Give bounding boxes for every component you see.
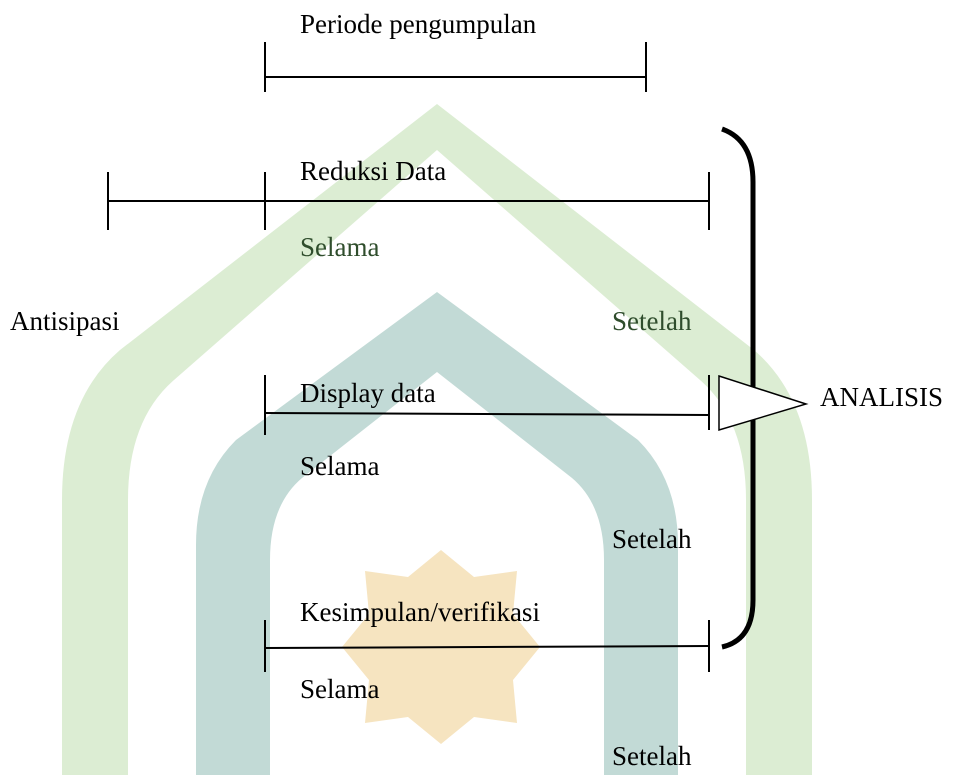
period-bracket	[264, 42, 647, 92]
conclusion-title: Kesimpulan/verifikasi	[300, 597, 540, 627]
analysis-arrow	[718, 374, 809, 432]
display-title: Display data	[300, 378, 436, 408]
anticipation-label: Antisipasi	[10, 306, 120, 336]
display-after: Setelah	[612, 524, 692, 554]
watermark-outer-arch	[62, 104, 812, 775]
conclusion-during: Selama	[300, 674, 380, 704]
display-during: Selama	[300, 451, 380, 481]
reduction-after: Setelah	[612, 306, 692, 336]
reduction-during: Selama	[300, 232, 380, 262]
display-row-line	[264, 375, 710, 435]
conclusion-after: Setelah	[612, 741, 692, 771]
reduction-row-line	[107, 172, 710, 230]
reduction-title: Reduksi Data	[300, 156, 447, 186]
conclusion-row-line	[264, 620, 710, 672]
analysis-label: ANALISIS	[820, 382, 944, 412]
watermark-logo	[62, 104, 812, 775]
period-label: Periode pengumpulan	[300, 9, 537, 39]
